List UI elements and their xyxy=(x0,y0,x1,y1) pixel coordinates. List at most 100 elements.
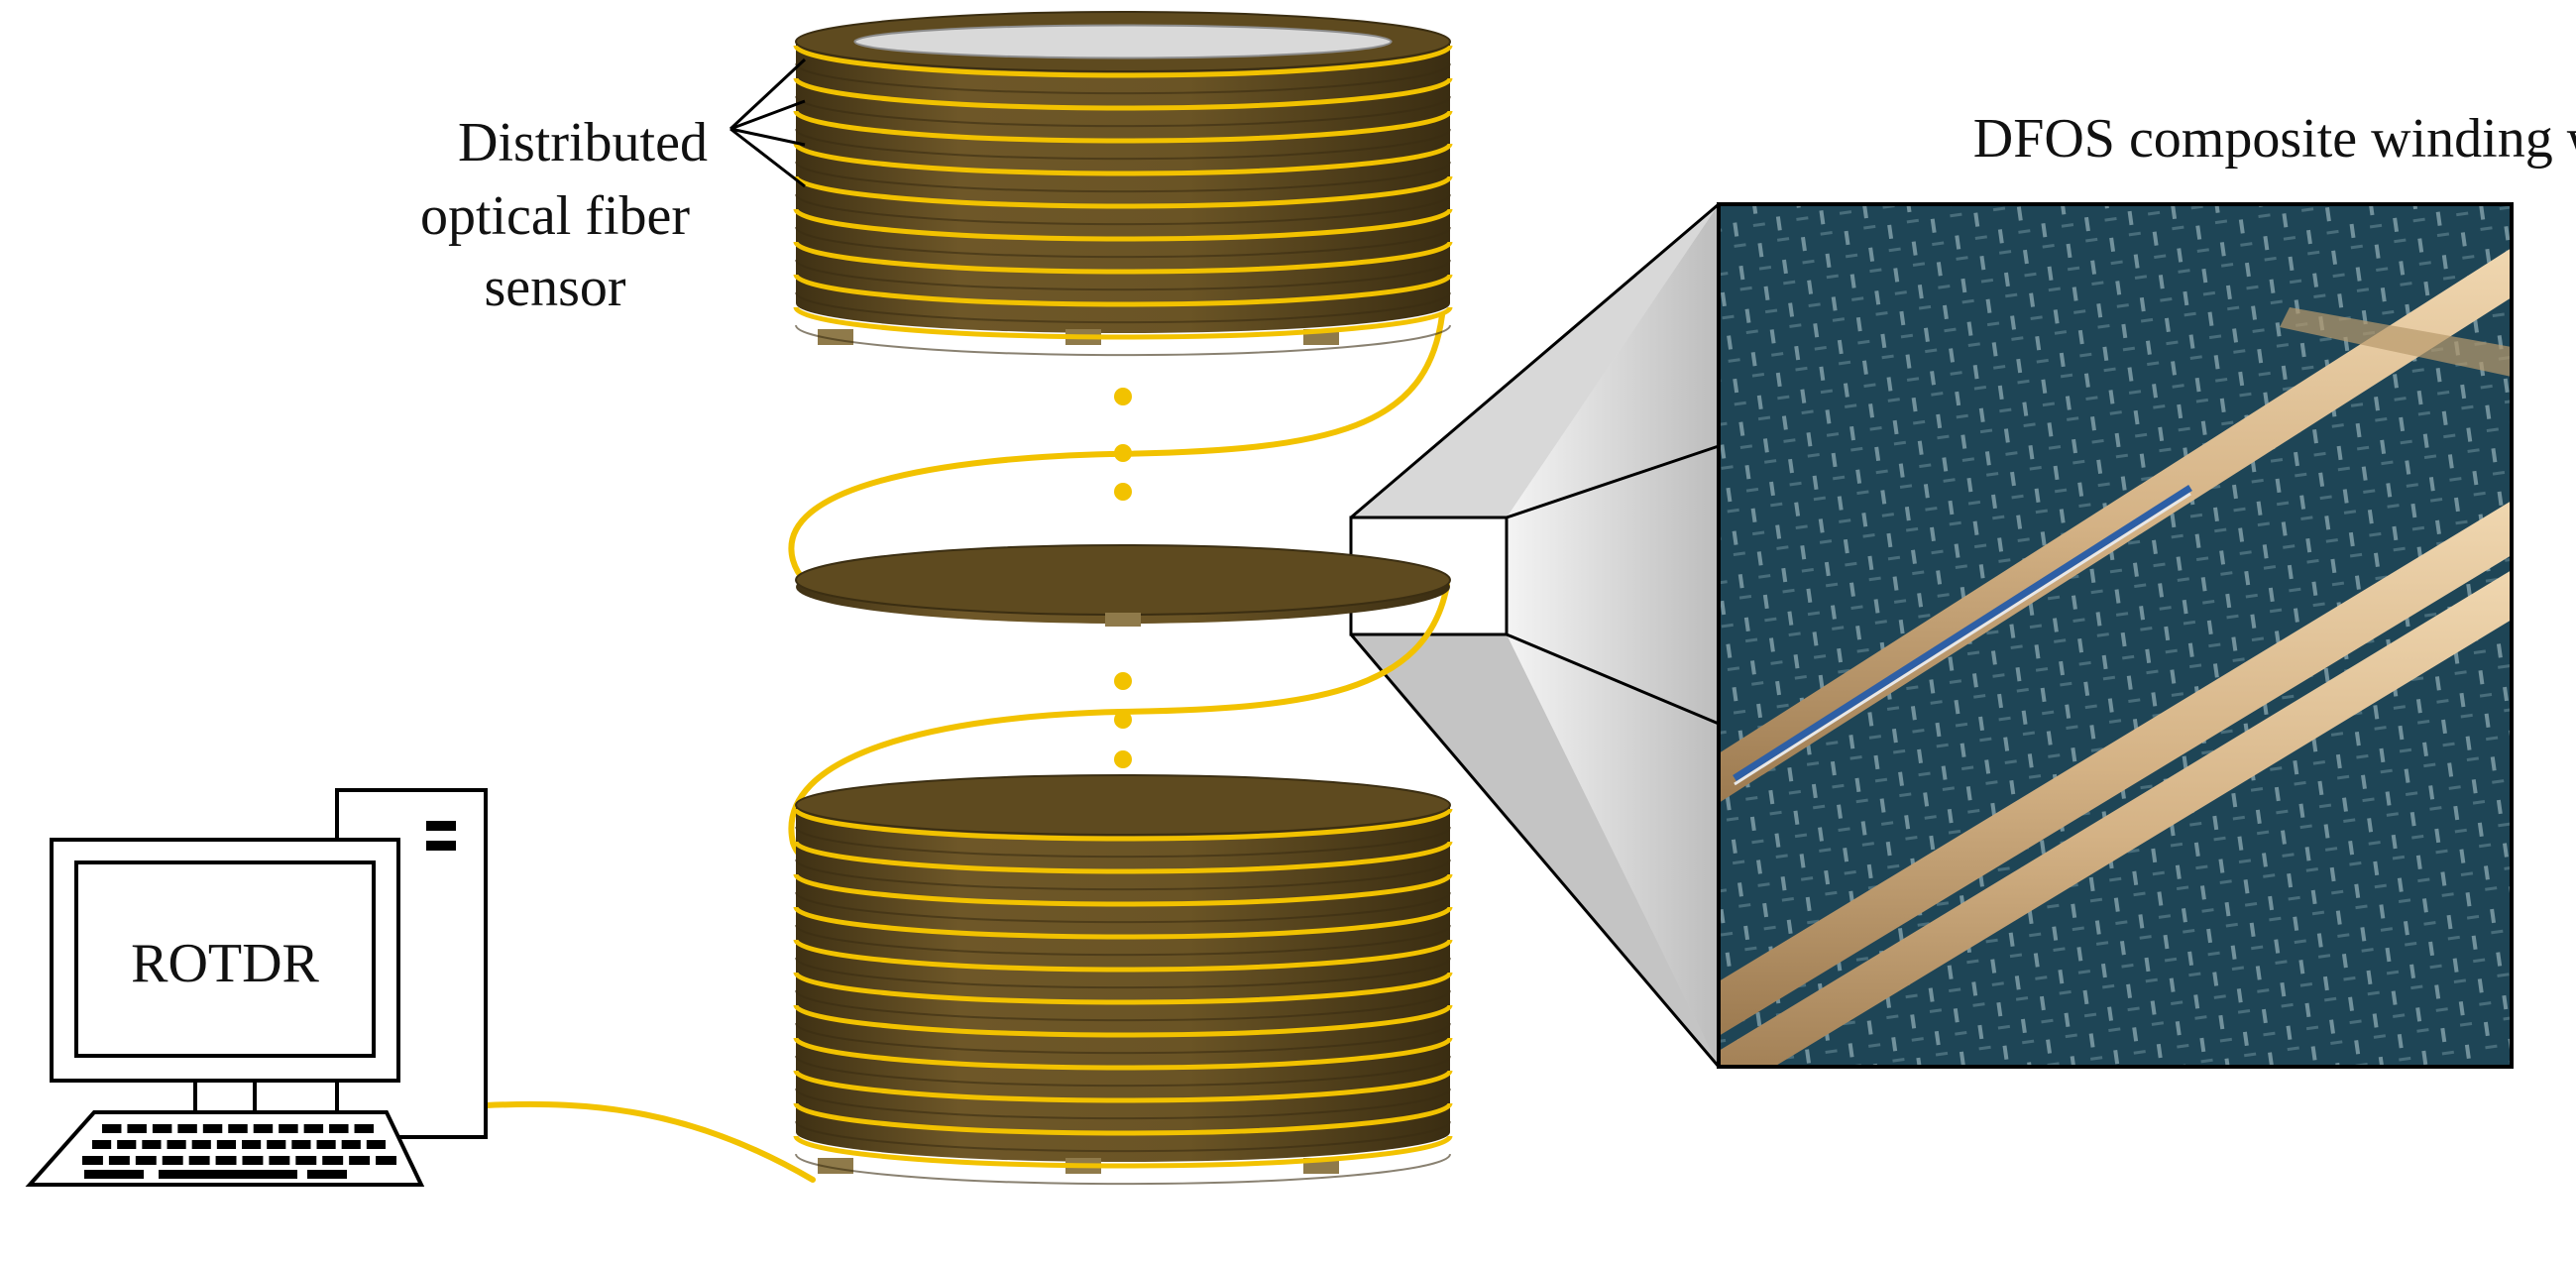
drive-slot xyxy=(426,841,456,851)
dfos-wire xyxy=(1719,248,2512,803)
disc-gap xyxy=(795,1022,1451,1055)
inset-title: DFOS composite winding wire xyxy=(1973,108,2576,170)
space-bar xyxy=(159,1170,297,1179)
keyboard-key xyxy=(303,1124,324,1133)
keyboard-key xyxy=(108,1156,130,1165)
keyboard-key xyxy=(242,1140,262,1149)
pointer-line xyxy=(729,99,806,131)
plain-wire xyxy=(1719,501,2512,1036)
winding-stack-bottom xyxy=(793,774,1453,1186)
pointer-line xyxy=(729,127,806,147)
keyboard-key xyxy=(269,1156,290,1165)
disc-gap xyxy=(795,989,1451,1022)
disc-gap xyxy=(795,1120,1451,1153)
fiber-ring xyxy=(793,274,1453,307)
disc-gap xyxy=(795,1055,1451,1088)
keyboard-keys xyxy=(82,1124,396,1179)
keyboard-key xyxy=(92,1140,112,1149)
keyboard-key xyxy=(142,1140,162,1149)
continuation-dots-lower xyxy=(1114,672,1132,768)
keyboard-key xyxy=(84,1170,144,1179)
stack-bore xyxy=(853,24,1393,59)
keyboard-key xyxy=(253,1124,274,1133)
disc-gap xyxy=(795,924,1451,957)
keyboard-key xyxy=(215,1156,237,1165)
disc-gap xyxy=(795,161,1451,193)
keyboard-key xyxy=(376,1156,396,1165)
sensor-label-line1: Distributed xyxy=(458,112,708,173)
keyboard-key xyxy=(127,1124,147,1133)
fiber-to-computer xyxy=(483,1100,816,1183)
stack-body xyxy=(796,42,1450,333)
fiber-ring xyxy=(793,1070,1453,1103)
fiber-ring xyxy=(793,972,1453,1005)
keyboard-key xyxy=(349,1156,371,1165)
keyboard-key xyxy=(228,1124,248,1133)
keyboard-key xyxy=(366,1140,386,1149)
fiber-ring xyxy=(793,1135,1453,1169)
keyboard-key xyxy=(188,1156,210,1165)
keyboard-key xyxy=(135,1156,157,1165)
keyboard-key xyxy=(102,1124,122,1133)
pointer-line xyxy=(728,57,807,131)
disc-gap xyxy=(795,859,1451,891)
fiber-ring xyxy=(793,306,1453,340)
keyboard-key xyxy=(242,1156,264,1165)
disc-gap xyxy=(795,193,1451,226)
fiber-ring xyxy=(793,143,1453,176)
fiber-ring xyxy=(793,1037,1453,1071)
fiber-ring xyxy=(793,241,1453,275)
stack-top-face xyxy=(795,774,1451,836)
sensor-label-line3: sensor xyxy=(484,257,625,318)
keyboard-key xyxy=(152,1124,172,1133)
keyboard-key xyxy=(162,1156,183,1165)
fiber-ring xyxy=(793,175,1453,209)
keyboard-key xyxy=(191,1140,211,1149)
power-button xyxy=(426,821,456,831)
sensor-label-line2: optical fiber xyxy=(420,185,690,247)
disc-gap xyxy=(795,891,1451,924)
keyboard-key xyxy=(167,1140,186,1149)
keyboard-key xyxy=(279,1124,298,1133)
pointer-line xyxy=(729,127,806,188)
sensor-callout: Distributed optical fiber sensor xyxy=(420,57,807,318)
keyboard-key xyxy=(295,1156,317,1165)
winding-stack-top xyxy=(793,11,1453,357)
fiber-ring xyxy=(793,906,1453,940)
keyboard-key xyxy=(216,1140,236,1149)
fiber-ring xyxy=(793,808,1453,842)
plain-wire xyxy=(1719,570,2512,1067)
keyboard-key xyxy=(316,1140,336,1149)
disc-gap xyxy=(795,957,1451,989)
keyboard-key xyxy=(341,1140,361,1149)
wire-photo-inset xyxy=(1717,202,2514,1069)
disc-gap xyxy=(795,291,1451,324)
keyboard-key xyxy=(177,1124,197,1133)
disc-gap xyxy=(795,826,1451,859)
winding-disc-middle xyxy=(795,544,1451,627)
disc-gap xyxy=(795,259,1451,291)
disc-gap xyxy=(795,324,1451,357)
continuation-dots-upper xyxy=(1114,388,1132,501)
fiber-ring xyxy=(793,77,1453,111)
disc-gap xyxy=(795,95,1451,128)
screen-label: ROTDR xyxy=(131,933,319,994)
keyboard-key xyxy=(307,1170,347,1179)
disc-gap xyxy=(795,226,1451,259)
fiber-ring xyxy=(793,1102,1453,1136)
fiber-ring xyxy=(793,939,1453,973)
fiber-ring xyxy=(793,873,1453,907)
fiber-ring xyxy=(793,45,1453,78)
keyboard-key xyxy=(322,1156,344,1165)
disc-gap xyxy=(795,1088,1451,1120)
stack-body xyxy=(796,805,1450,1162)
disc-gap xyxy=(795,128,1451,161)
fiber-ring xyxy=(793,841,1453,874)
keyboard-key xyxy=(267,1140,286,1149)
zoom-callout xyxy=(1349,202,1721,1068)
keyboard-key xyxy=(329,1124,349,1133)
fiber-ring xyxy=(793,1004,1453,1038)
keyboard-key xyxy=(117,1140,137,1149)
rotdr-computer: ROTDR xyxy=(25,788,488,1187)
